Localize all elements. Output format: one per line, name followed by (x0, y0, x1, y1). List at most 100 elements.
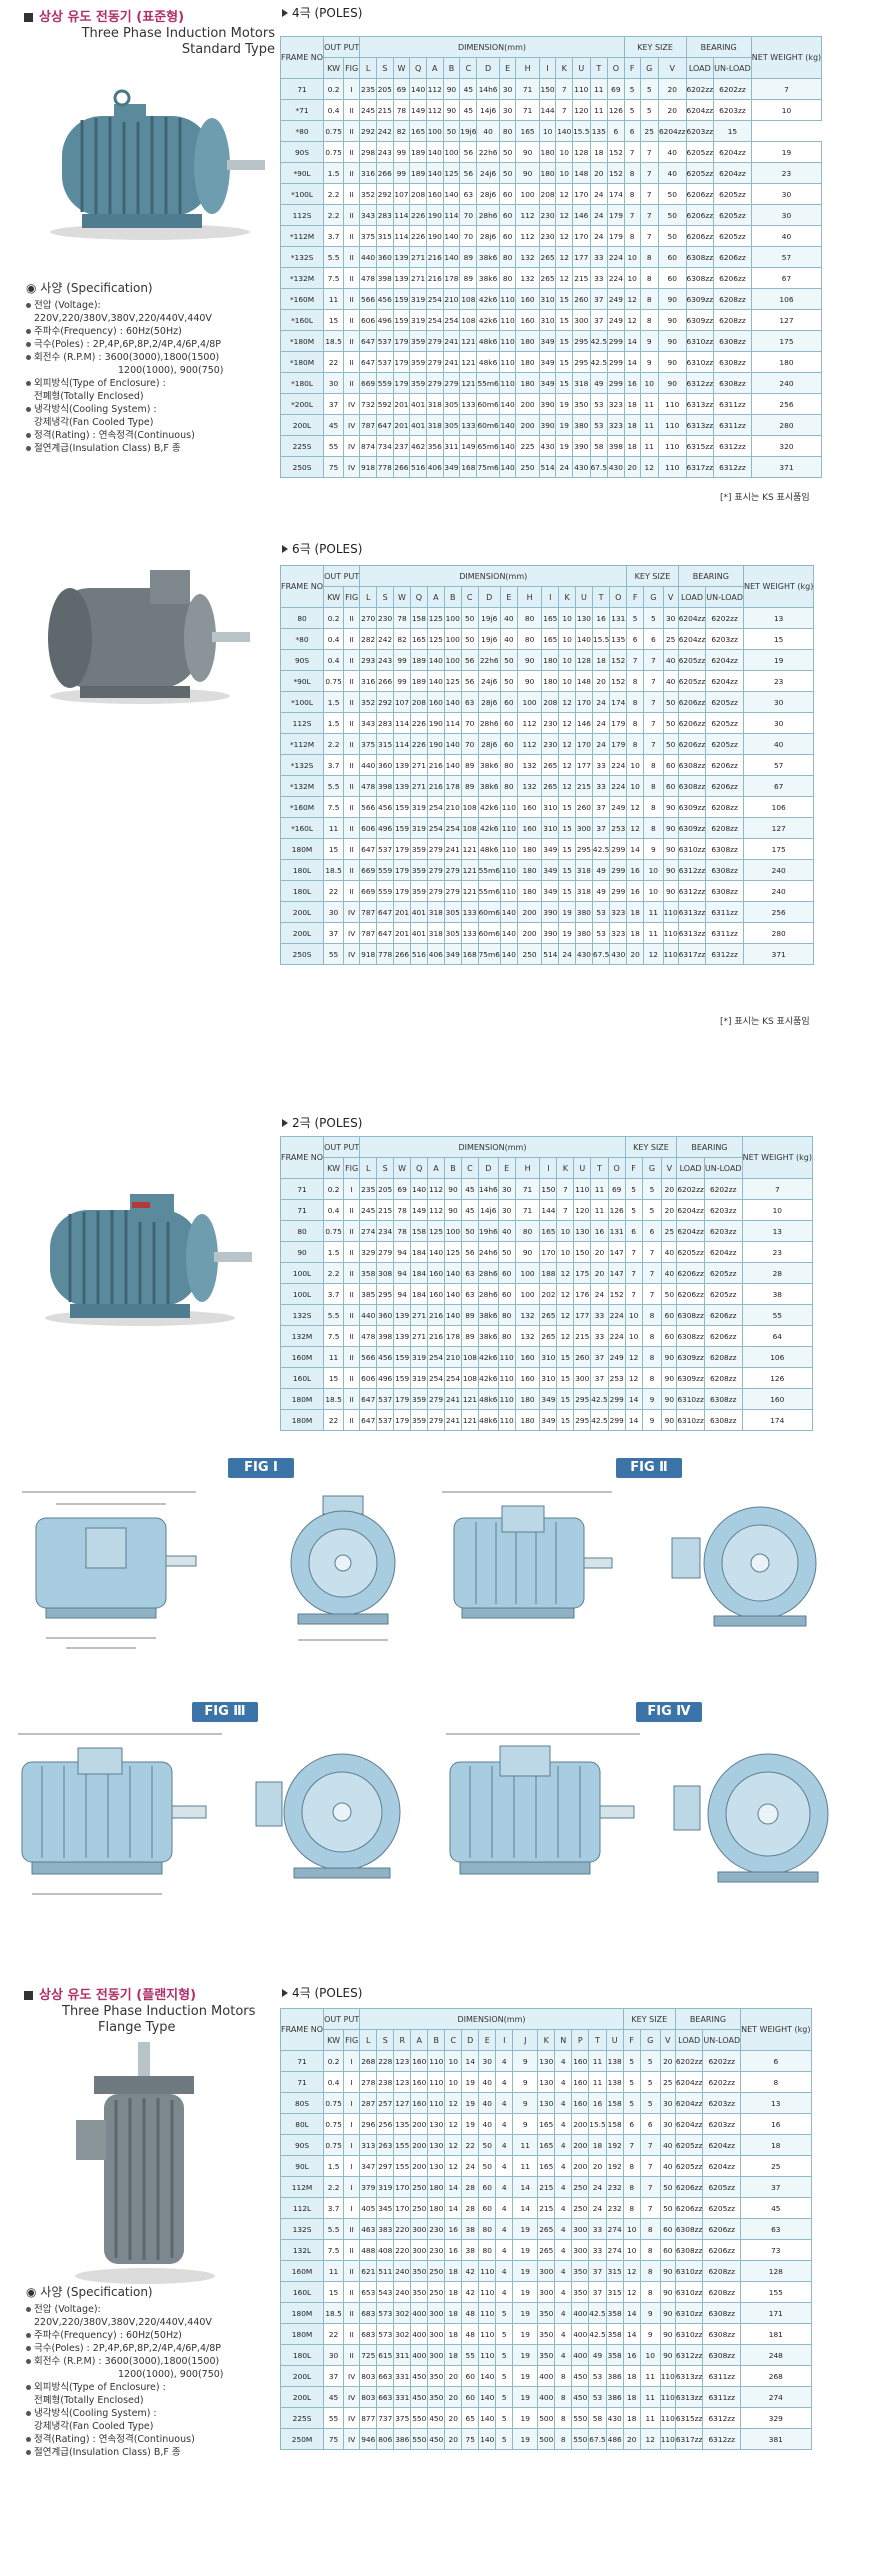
table-cell: II (343, 1304, 361, 1326)
table-cell: 6308zz (703, 1409, 743, 1431)
table-cell: 12 (558, 754, 576, 776)
table-cell: 669 (359, 372, 377, 394)
table-cell: 265 (538, 267, 557, 289)
table-header-cell: LOAD (685, 57, 715, 79)
table-cell: 139 (393, 775, 411, 797)
table-cell: 216 (427, 1304, 446, 1326)
fig-4-front-drawing (673, 1753, 829, 1883)
table-cell: 114 (442, 204, 461, 226)
table-cell: 11 (588, 2050, 607, 2072)
table-cell: 133 (459, 393, 478, 415)
table-cell: 6308zz (676, 1304, 705, 1326)
table-cell: 6206zz (674, 2197, 704, 2219)
table-cell: 8 (623, 225, 641, 247)
table-cell: 159 (393, 817, 411, 839)
table-cell: 19 (558, 922, 576, 944)
table-cell: 803 (359, 2386, 378, 2408)
table-cell: 14 (622, 2323, 641, 2345)
table-cell: 90 (657, 330, 687, 352)
table-cell: 208 (409, 691, 428, 713)
table-cell: 241 (444, 1388, 462, 1410)
table-cell: 19 (558, 901, 576, 923)
table-cell: 350 (537, 2344, 556, 2366)
table-cell: I (343, 2155, 361, 2177)
table-cell: 15 (555, 372, 574, 394)
table-cell: 131 (607, 1220, 626, 1242)
table-header-cell: F (623, 57, 641, 79)
table-cell: 42k6 (477, 796, 501, 818)
table-cell: 647 (359, 838, 378, 860)
table-cell: 99 (393, 670, 411, 692)
table-cell: 0.75 (323, 670, 345, 692)
table-cell: 6206zz (702, 2218, 742, 2240)
spec-heading: ◉ 사양 (Specification) (26, 281, 153, 295)
table-cell: 121 (459, 330, 478, 352)
table-cell: 2.2 (323, 733, 345, 755)
table-cell: 256 (376, 2113, 395, 2135)
table-cell: 42 (461, 2260, 480, 2282)
table-cell: 177 (574, 754, 593, 776)
table-cell: 6308zz (705, 859, 744, 881)
table-cell: 10 (558, 649, 576, 671)
table-cell: 319 (376, 2176, 395, 2198)
table-cell: 63 (459, 183, 478, 205)
table-cell: 228 (376, 2050, 395, 2072)
table-cell: 7 (642, 733, 664, 755)
table-cell: 30 (497, 1178, 516, 1200)
table-cell: 24h6 (477, 1241, 499, 1263)
table-header-cell: UN-LOAD (705, 586, 744, 608)
table-cell: 75m6 (477, 943, 501, 965)
table-cell: 6308zz (702, 2323, 742, 2345)
table-cell: 127 (742, 817, 815, 839)
table-cell: 9 (639, 330, 659, 352)
table-cell: 150 (539, 1178, 558, 1200)
table-cell: 165 (539, 1220, 558, 1242)
table-cell: 4 (554, 2176, 573, 2198)
table-cell: 179 (392, 351, 411, 373)
table-cell: 33 (590, 1304, 609, 1326)
table-cell: 45 (323, 2386, 345, 2408)
table-cell: 140 (426, 670, 445, 692)
table-cell: 6202zz (705, 607, 744, 629)
table-cell: 71 (514, 1199, 541, 1221)
table-cell: 24 (591, 733, 611, 755)
table-cell: II (343, 2239, 361, 2261)
table-cell: 647 (376, 901, 395, 923)
table-cell: 190 (425, 225, 444, 247)
table-cell: 5 (641, 1178, 663, 1200)
table-cell: 10 (626, 775, 644, 797)
table-cell: 110 (427, 2092, 446, 2114)
table-cell: 260 (572, 288, 591, 310)
table-cell: 669 (359, 880, 378, 902)
table-cell: 132L (279, 2239, 325, 2261)
table-cell: 430 (538, 435, 557, 457)
table-cell: 160 (426, 691, 445, 713)
table-cell: 12 (622, 2281, 641, 2303)
table-cell: 108 (460, 817, 479, 839)
table-cell: 537 (376, 838, 395, 860)
table-cell: 6 (623, 120, 641, 142)
table-cell: 110 (478, 2302, 497, 2324)
table-cell: 310 (541, 817, 560, 839)
table-cell: 16 (626, 880, 644, 902)
table-cell: 6312zz (677, 859, 707, 881)
table-cell: 450 (427, 2428, 446, 2450)
table-cell: 140 (498, 393, 517, 415)
table-cell: 6205zz (705, 691, 744, 713)
table-cell: 50 (497, 1241, 516, 1263)
table-cell: II (343, 372, 361, 394)
table-header-cell: A (426, 586, 445, 608)
table-cell: 4 (554, 2281, 573, 2303)
table-cell: 6308zz (677, 775, 707, 797)
table-cell: 80 (499, 775, 518, 797)
table-cell: 16 (590, 1220, 609, 1242)
table-cell: 112 (516, 733, 543, 755)
table-cell: 350 (427, 2386, 446, 2408)
table-cell: 302 (393, 2323, 412, 2345)
table-cell: 50 (659, 2197, 676, 2219)
